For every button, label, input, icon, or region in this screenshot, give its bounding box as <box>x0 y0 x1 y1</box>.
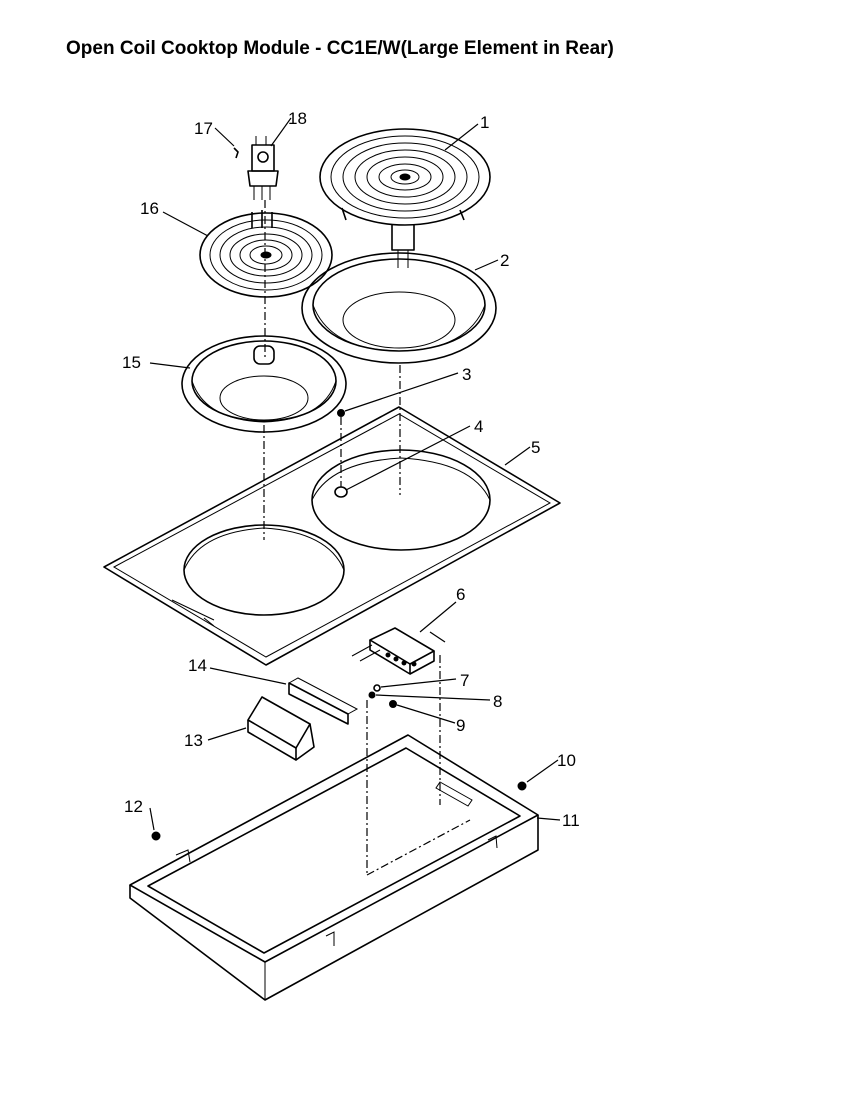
callout-13: 13 <box>184 731 203 750</box>
diagram-title: Open Coil Cooktop Module - CC1E/W(Large … <box>66 38 614 59</box>
callout-14: 14 <box>188 656 207 675</box>
part-11-bottom-pan <box>129 734 539 1001</box>
part-6-terminal-block <box>351 627 435 675</box>
part-15-small-drip-bowl <box>181 335 347 433</box>
callout-17: 17 <box>194 119 213 138</box>
part-10-grommet <box>517 781 527 791</box>
callout-2: 2 <box>500 251 509 270</box>
part-8-screw <box>368 691 376 699</box>
part-1-large-coil-element <box>319 128 491 268</box>
part-13-cover <box>247 696 315 761</box>
callout-18: 18 <box>288 109 307 128</box>
callout-16: 16 <box>140 199 159 218</box>
part-3-screw <box>337 409 345 417</box>
part-14-bracket <box>288 677 359 725</box>
part-5-cooktop-top <box>103 406 561 666</box>
part-17-screw <box>233 147 239 159</box>
callout-10: 10 <box>557 751 576 770</box>
callout-6: 6 <box>456 585 465 604</box>
part-9-nut <box>389 700 397 708</box>
part-2-large-drip-bowl <box>301 252 497 364</box>
part-12-grommet <box>151 831 161 841</box>
callout-9: 9 <box>456 716 465 735</box>
part-7-screw <box>373 684 381 692</box>
callout-7: 7 <box>460 671 469 690</box>
part-4-grommet <box>334 486 348 498</box>
part-18-terminal-block <box>247 136 279 200</box>
callout-12: 12 <box>124 797 143 816</box>
callout-4: 4 <box>474 417 483 436</box>
callout-8: 8 <box>493 692 502 711</box>
leader-lines <box>149 117 561 831</box>
callout-15: 15 <box>122 353 141 372</box>
callout-1: 1 <box>480 113 489 132</box>
callout-3: 3 <box>462 365 471 384</box>
part-16-small-coil-element <box>199 210 333 298</box>
assembly-centerlines <box>263 200 471 876</box>
callout-11: 11 <box>562 811 580 830</box>
callout-5: 5 <box>531 438 540 457</box>
